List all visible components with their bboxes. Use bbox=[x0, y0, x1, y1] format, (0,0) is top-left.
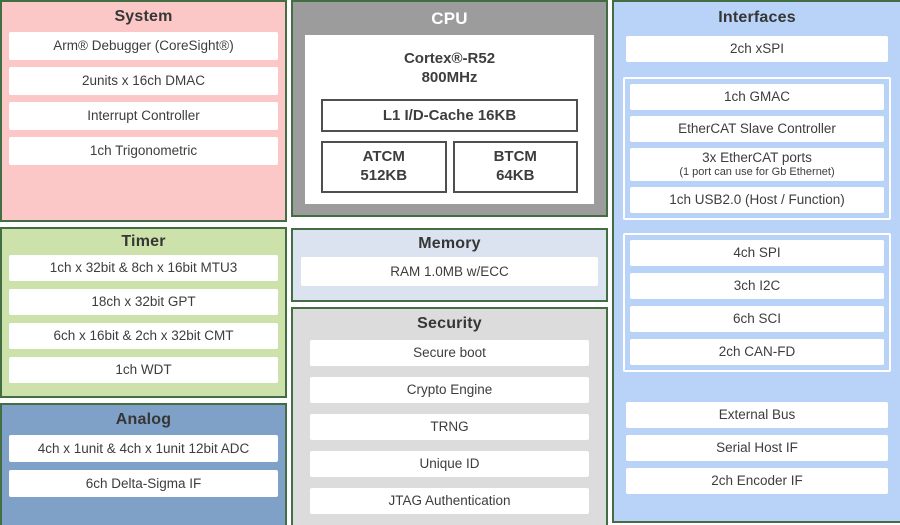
interfaces-item-usb: 1ch USB2.0 (Host / Function) bbox=[630, 187, 884, 213]
interfaces-item-ethercat-ports-note: (1 port can use for Gb Ethernet) bbox=[679, 165, 835, 178]
memory-item-ram: RAM 1.0MB w/ECC bbox=[301, 257, 598, 286]
interfaces-item-sci: 6ch SCI bbox=[630, 306, 884, 332]
interfaces-block: Interfaces 2ch xSPI 1ch GMAC EtherCAT Sl… bbox=[612, 0, 900, 523]
l1-cache-box: L1 I/D-Cache 16KB bbox=[321, 98, 578, 132]
interfaces-item-ethercat-ports-label: 3x EtherCAT ports bbox=[702, 150, 812, 166]
cpu-core-name: Cortex®-R52 800MHz bbox=[305, 50, 594, 88]
timer-item-cmt: 6ch x 16bit & 2ch x 32bit CMT bbox=[9, 323, 278, 349]
memory-block: Memory RAM 1.0MB w/ECC bbox=[291, 228, 608, 302]
analog-title: Analog bbox=[115, 411, 172, 428]
system-title: System bbox=[114, 8, 173, 25]
security-block: Security Secure boot Crypto Engine TRNG … bbox=[291, 307, 608, 525]
security-title: Security bbox=[417, 315, 482, 332]
system-item-debugger: Arm® Debugger (CoreSight®) bbox=[9, 32, 278, 60]
analog-items: 4ch x 1unit & 4ch x 1unit 12bit ADC 6ch … bbox=[9, 435, 278, 497]
analog-item-delta-sigma: 6ch Delta-Sigma IF bbox=[9, 470, 278, 497]
btcm-box: BTCM 64KB bbox=[452, 140, 578, 193]
cpu-title: CPU bbox=[431, 9, 468, 28]
timer-block: Timer 1ch x 32bit & 8ch x 16bit MTU3 18c… bbox=[0, 227, 287, 398]
interfaces-title: Interfaces bbox=[718, 9, 796, 26]
memory-title: Memory bbox=[418, 235, 481, 252]
interfaces-item-xspi: 2ch xSPI bbox=[626, 36, 888, 62]
timer-title: Timer bbox=[121, 233, 166, 250]
cpu-core-panel: Cortex®-R52 800MHz L1 I/D-Cache 16KB ATC… bbox=[305, 35, 594, 204]
cpu-block: CPU Cortex®-R52 800MHz L1 I/D-Cache 16KB… bbox=[291, 0, 608, 217]
interfaces-item-gmac: 1ch GMAC bbox=[630, 84, 884, 110]
system-items: Arm® Debugger (CoreSight®) 2units x 16ch… bbox=[9, 32, 278, 165]
cpu-core-frequency: 800MHz bbox=[421, 68, 478, 86]
timer-item-mtu3: 1ch x 32bit & 8ch x 16bit MTU3 bbox=[9, 255, 278, 281]
cpu-core-label: Cortex®-R52 bbox=[403, 50, 496, 67]
atcm-size: 512KB bbox=[360, 166, 408, 184]
security-item-trng: TRNG bbox=[310, 414, 589, 440]
interfaces-item-external-bus: External Bus bbox=[626, 402, 888, 428]
btcm-label: BTCM bbox=[493, 147, 537, 165]
interfaces-item-spi: 4ch SPI bbox=[630, 240, 884, 266]
interfaces-item-i2c: 3ch I2C bbox=[630, 273, 884, 299]
system-item-dmac: 2units x 16ch DMAC bbox=[9, 67, 278, 95]
memory-items: RAM 1.0MB w/ECC bbox=[301, 257, 598, 286]
interfaces-serial-group: 4ch SPI 3ch I2C 6ch SCI 2ch CAN-FD bbox=[623, 233, 891, 372]
atcm-label: ATCM bbox=[362, 147, 405, 165]
system-item-interrupt-controller: Interrupt Controller bbox=[9, 102, 278, 130]
security-item-secure-boot: Secure boot bbox=[310, 340, 589, 366]
interfaces-bottom-items: External Bus Serial Host IF 2ch Encoder … bbox=[626, 402, 888, 494]
interfaces-item-ethercat-ports: 3x EtherCAT ports (1 port can use for Gb… bbox=[630, 148, 884, 181]
interfaces-item-serial-host-if: Serial Host IF bbox=[626, 435, 888, 461]
interfaces-item-can-fd: 2ch CAN-FD bbox=[630, 339, 884, 365]
interfaces-item-ethercat-slave: EtherCAT Slave Controller bbox=[630, 116, 884, 142]
interfaces-item-encoder-if: 2ch Encoder IF bbox=[626, 468, 888, 494]
timer-item-gpt: 18ch x 32bit GPT bbox=[9, 289, 278, 315]
timer-item-wdt: 1ch WDT bbox=[9, 357, 278, 383]
analog-item-adc: 4ch x 1unit & 4ch x 1unit 12bit ADC bbox=[9, 435, 278, 462]
analog-block: Analog 4ch x 1unit & 4ch x 1unit 12bit A… bbox=[0, 403, 287, 525]
interfaces-ethernet-group: 1ch GMAC EtherCAT Slave Controller 3x Et… bbox=[623, 77, 891, 220]
security-item-crypto-engine: Crypto Engine bbox=[310, 377, 589, 403]
security-items: Secure boot Crypto Engine TRNG Unique ID… bbox=[310, 340, 589, 514]
system-item-trigonometric: 1ch Trigonometric bbox=[9, 137, 278, 165]
atcm-box: ATCM 512KB bbox=[321, 140, 447, 193]
security-item-unique-id: Unique ID bbox=[310, 451, 589, 477]
tcm-row: ATCM 512KB BTCM 64KB bbox=[321, 140, 578, 193]
btcm-size: 64KB bbox=[496, 166, 535, 184]
security-item-jtag-auth: JTAG Authentication bbox=[310, 488, 589, 514]
interfaces-items: 2ch xSPI 1ch GMAC EtherCAT Slave Control… bbox=[623, 32, 891, 494]
system-block: System Arm® Debugger (CoreSight®) 2units… bbox=[0, 0, 287, 222]
timer-items: 1ch x 32bit & 8ch x 16bit MTU3 18ch x 32… bbox=[9, 255, 278, 383]
